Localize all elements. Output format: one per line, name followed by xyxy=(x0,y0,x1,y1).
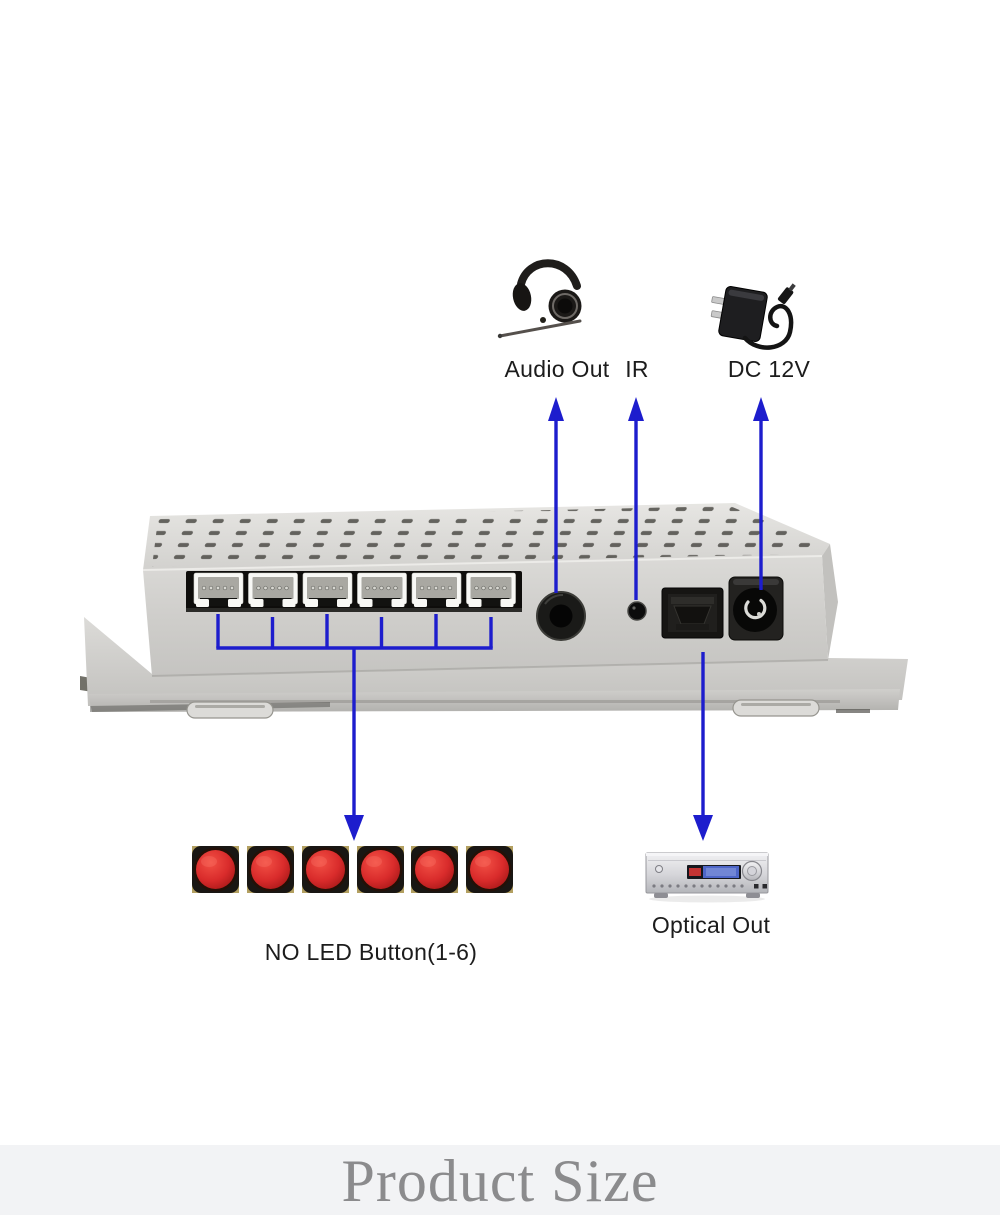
device-illustration xyxy=(80,503,908,719)
product-size-banner: Product Size xyxy=(0,1145,1000,1215)
dc-12v-jack xyxy=(728,576,784,641)
arrow-dc-12v xyxy=(753,397,769,590)
red-buttons-group xyxy=(192,846,513,893)
headphones-icon xyxy=(497,259,582,339)
red-button-2 xyxy=(247,846,294,893)
no-led-button-label: NO LED Button(1-6) xyxy=(264,939,478,965)
arrow-buttons xyxy=(344,648,364,841)
pin-connector-3 xyxy=(302,572,353,608)
pin-connector-5 xyxy=(411,572,462,608)
pin-connector-2 xyxy=(248,572,298,608)
connector-strip xyxy=(186,571,522,612)
dc-12v-label: DC 12V xyxy=(727,356,811,382)
pin-connector-1 xyxy=(193,572,244,608)
arrow-ir xyxy=(628,397,644,600)
audio-jack-port xyxy=(536,591,586,641)
ir-receiver-port xyxy=(627,601,647,621)
device-body xyxy=(142,503,838,677)
red-button-5 xyxy=(411,846,458,893)
red-button-1 xyxy=(192,846,239,893)
red-button-6 xyxy=(466,846,513,893)
mounting-foot-left xyxy=(186,701,274,719)
av-receiver-icon xyxy=(645,852,769,903)
ir-label: IR xyxy=(625,356,649,382)
red-button-4 xyxy=(357,846,404,893)
optical-out-port xyxy=(661,587,724,639)
banner-title: Product Size xyxy=(341,1148,659,1214)
arrow-audio-out xyxy=(548,397,564,593)
pin-connector-4 xyxy=(357,572,407,608)
audio-out-label: Audio Out xyxy=(504,356,610,382)
power-adapter-icon xyxy=(710,283,796,350)
right-face xyxy=(822,544,838,660)
red-button-3 xyxy=(302,846,349,893)
optical-out-label: Optical Out xyxy=(651,912,771,938)
pin-connector-6 xyxy=(466,572,516,608)
arrow-optical-out xyxy=(693,652,713,841)
mounting-foot-right xyxy=(732,699,820,717)
